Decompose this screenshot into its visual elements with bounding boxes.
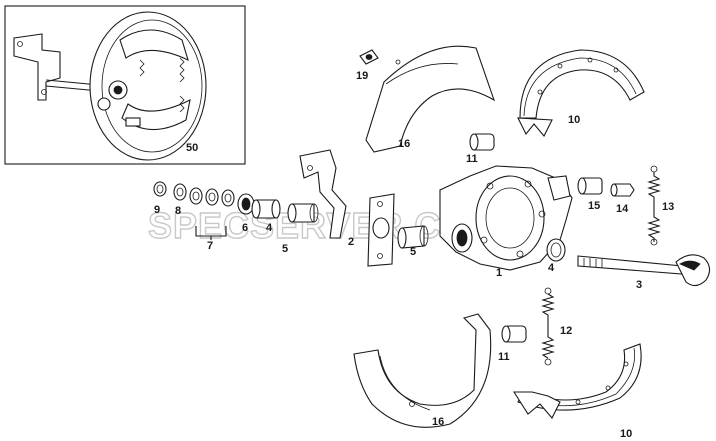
callout-5-left: 5 [282,243,288,255]
part-5-bushing-left [287,203,319,223]
part-3-camshaft [577,254,711,287]
callout-7: 7 [207,240,213,252]
part-10-brake-shoe-lower [512,343,642,419]
callout-50: 50 [186,142,198,154]
part-12-spring [541,287,555,366]
part-4-bushing-right [546,238,566,262]
part-16-dust-shield-lower [353,313,492,428]
callout-6: 6 [242,222,248,234]
part-4-bushing-left [251,199,281,219]
callout-5-right: 5 [410,246,416,258]
callout-15: 15 [588,200,600,212]
callout-10-lower: 10 [620,428,632,440]
part-2-camshaft-bracket [299,149,395,267]
callout-11-lower: 11 [498,351,510,363]
part-11-roller-upper [469,133,495,151]
callout-16-upper: 16 [398,138,410,150]
part-11-roller-lower [501,325,527,343]
callout-3: 3 [636,279,642,291]
callout-4-left: 4 [266,222,273,234]
part-13-return-spring [647,165,661,246]
callout-1: 1 [496,267,502,279]
callout-14: 14 [616,203,629,215]
callout-12: 12 [560,325,572,337]
callout-9: 9 [154,204,160,216]
inset-brake-assembly [4,5,246,165]
part-5-bushing-right [397,225,429,249]
part-7-shim-set [189,187,235,240]
part-15-roller [577,177,603,195]
part-6-seal [237,193,255,215]
callout-16-lower: 16 [432,416,444,428]
callout-11-upper: 11 [466,153,478,165]
part-16-dust-shield-upper [365,45,496,153]
callout-2: 2 [348,236,354,248]
part-8-washer [173,183,187,201]
callout-8: 8 [175,205,181,217]
part-10-brake-shoe-upper [517,49,645,137]
part-14-pin [610,183,635,197]
callout-19: 19 [356,70,368,82]
part-1-brake-spider [439,165,573,271]
callout-10-upper: 10 [568,114,580,126]
callout-4-right: 4 [548,262,555,274]
part-19-bushing [359,49,379,65]
callout-13: 13 [662,201,674,213]
part-9-seal [153,181,167,197]
